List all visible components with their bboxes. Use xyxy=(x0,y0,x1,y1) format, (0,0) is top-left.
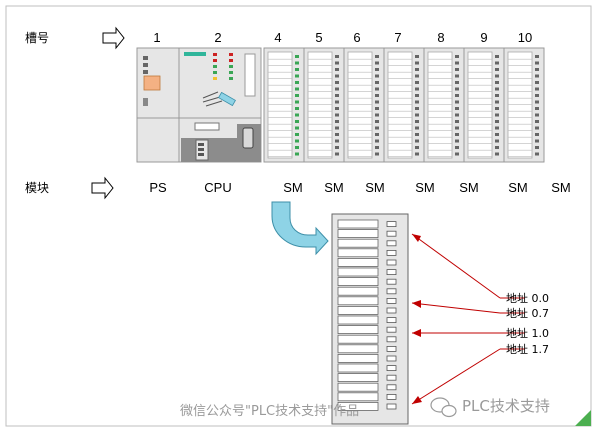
enlarged-module-slots xyxy=(337,219,379,411)
terminal-slot xyxy=(337,353,379,363)
sm-module xyxy=(303,47,345,163)
enlarged-sm-module xyxy=(331,213,409,425)
slot-number: 6 xyxy=(353,30,360,45)
cpu-module xyxy=(178,47,262,163)
sm-module xyxy=(383,47,425,163)
terminal-slot xyxy=(337,286,379,296)
module-name: SM xyxy=(365,180,385,195)
sm-module xyxy=(263,47,305,163)
right-outline-arrow-icon xyxy=(102,26,125,50)
slot-number: 4 xyxy=(274,30,281,45)
module-name: SM xyxy=(283,180,303,195)
slot-row-label: 槽号 xyxy=(25,31,49,45)
sm-module-rack xyxy=(263,47,545,163)
terminal-slot xyxy=(337,325,379,335)
terminal-slot xyxy=(337,373,379,383)
channel-led xyxy=(386,288,397,295)
channel-led xyxy=(386,374,397,381)
module-name: CPU xyxy=(204,180,231,195)
channel-led xyxy=(386,384,397,391)
channel-led xyxy=(386,326,397,333)
slot-number: 2 xyxy=(214,30,221,45)
module-name: SM xyxy=(551,180,571,195)
channel-led xyxy=(386,221,397,228)
terminal-slot xyxy=(337,392,379,402)
enlarged-module-leds xyxy=(386,221,397,410)
slot-number: 9 xyxy=(480,30,487,45)
channel-led xyxy=(386,307,397,314)
module-name: SM xyxy=(459,180,479,195)
address-label-1-0: 地址 1.0 xyxy=(506,326,549,340)
address-pointers xyxy=(411,233,525,405)
terminal-slot xyxy=(337,296,379,306)
curved-flow-arrow-icon xyxy=(271,201,329,256)
channel-led xyxy=(386,240,397,247)
address-label-1-7: 地址 1.7 xyxy=(506,342,549,356)
module-row-label: 模块 xyxy=(25,181,49,195)
slot-number: 1 xyxy=(153,30,160,45)
terminal-slot xyxy=(337,238,379,248)
watermark-text: 微信公众号"PLC技术支持"作品 xyxy=(180,404,359,419)
terminal-slot xyxy=(337,257,379,267)
channel-led xyxy=(386,278,397,285)
module-names: PS CPU SM SM SM SM SM SM SM xyxy=(149,180,570,195)
outer-frame xyxy=(5,5,592,427)
terminal-slot xyxy=(337,277,379,287)
module-name: PS xyxy=(149,180,167,195)
module-name: SM xyxy=(508,180,528,195)
channel-led xyxy=(386,336,397,343)
terminal-slot xyxy=(337,315,379,325)
slot-number: 8 xyxy=(437,30,444,45)
channel-led xyxy=(386,365,397,372)
channel-led xyxy=(386,230,397,237)
module-name: SM xyxy=(324,180,344,195)
terminal-slot xyxy=(337,305,379,315)
address-label-0-7: 地址 0.7 xyxy=(506,306,549,320)
terminal-slot xyxy=(337,344,379,354)
address-label-0-0: 地址 0.0 xyxy=(506,291,549,305)
channel-led xyxy=(386,317,397,324)
slot-number: 5 xyxy=(315,30,322,45)
slot-numbers: 1 2 4 5 6 7 8 9 10 xyxy=(153,30,532,45)
terminal-slot xyxy=(337,363,379,373)
slot-number: 10 xyxy=(518,30,532,45)
module-name: SM xyxy=(415,180,435,195)
sm-module xyxy=(423,47,465,163)
terminal-slot xyxy=(337,401,379,411)
sm-module xyxy=(503,47,545,163)
sm-module xyxy=(343,47,385,163)
terminal-slot xyxy=(337,219,379,229)
watermark-brand: PLC技术支持 xyxy=(462,397,550,415)
channel-led xyxy=(386,355,397,362)
slot-number: 7 xyxy=(394,30,401,45)
terminal-slot xyxy=(337,248,379,258)
wechat-logo-icon xyxy=(430,397,457,418)
channel-led xyxy=(386,393,397,400)
ps-module xyxy=(136,47,180,163)
terminal-slot xyxy=(337,229,379,239)
channel-led xyxy=(386,249,397,256)
terminal-slot xyxy=(337,382,379,392)
channel-led xyxy=(386,269,397,276)
terminal-slot xyxy=(337,267,379,277)
channel-led xyxy=(386,345,397,352)
channel-led xyxy=(386,297,397,304)
module-rack xyxy=(136,47,545,163)
channel-led xyxy=(386,259,397,266)
right-outline-arrow-icon xyxy=(91,176,114,200)
resize-corner-icon[interactable] xyxy=(575,410,591,426)
channel-led xyxy=(386,403,397,410)
terminal-slot xyxy=(337,334,379,344)
sm-module xyxy=(463,47,505,163)
